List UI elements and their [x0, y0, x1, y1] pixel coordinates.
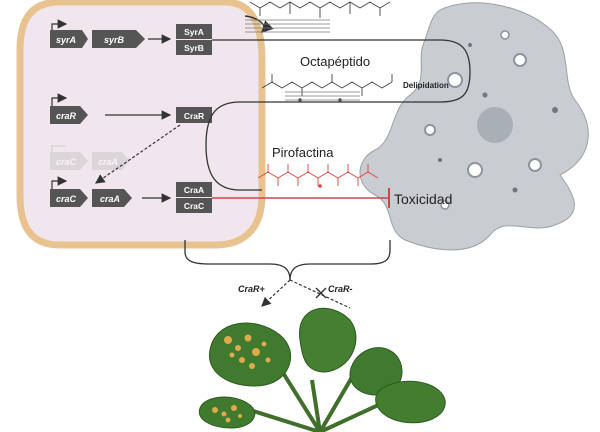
- disease-lesions: [212, 334, 271, 423]
- octapeptido-molecule: [261, 74, 393, 102]
- label-octapeptido: Octapéptido: [300, 54, 370, 69]
- gene-arrow-syrA: [50, 30, 88, 48]
- gene-row-syr: syrA syrB SyrA SyrB: [50, 19, 212, 55]
- pathway-line-octapeptido: [205, 39, 471, 191]
- protein-box-SyrB: [176, 40, 212, 55]
- protein-label-SyrB: SyrB: [184, 43, 204, 53]
- label-delipidation: Delipidation: [403, 81, 449, 90]
- gene-label-syrB: syrB: [104, 35, 125, 45]
- protein-label-CraR: CraR: [184, 111, 204, 121]
- label-crar-minus: CraR-: [328, 284, 353, 294]
- amoeba-cell: [359, 2, 589, 251]
- gene-label-craR: craR: [56, 111, 77, 121]
- crar-minus-line: [289, 279, 351, 309]
- gene-label-craC-faded: craC: [56, 157, 77, 167]
- gene-label-craA-faded: craA: [98, 157, 118, 167]
- protein-box-CraR: [176, 107, 212, 123]
- gene-label-syrA: syrA: [56, 35, 76, 45]
- protein-label-SyrA: SyrA: [184, 27, 204, 37]
- plant-leaf-center: [299, 307, 357, 373]
- label-pirofactina: Pirofactina: [272, 145, 334, 160]
- gene-arrow-craA: [92, 189, 132, 207]
- regulation-dashed-arrow: [95, 124, 181, 184]
- blocked-x-icon: [315, 287, 327, 299]
- gene-row-cra: craC craA CraA CraC: [50, 176, 212, 213]
- plant-illustration: [198, 307, 446, 432]
- lipid-tail-octapeptido: [285, 91, 360, 101]
- protein-box-CraA: [176, 182, 212, 197]
- gene-label-craA: craA: [100, 194, 120, 204]
- label-crar-plus: CraR+: [238, 284, 266, 294]
- pirofactina-molecule: [257, 164, 379, 188]
- protein-label-CraA: CraA: [184, 185, 204, 195]
- gene-row-craR: craR CraR: [50, 93, 212, 124]
- protein-box-SyrA: [176, 24, 212, 39]
- protein-box-CraC: [176, 198, 212, 213]
- plant-leaf-bottom-left: [198, 396, 256, 429]
- label-toxicidad: Toxicidad: [394, 191, 452, 207]
- lipid-tail-top: [245, 19, 330, 33]
- crar-plus-arrow: [261, 279, 291, 307]
- protein-label-CraC: CraC: [184, 201, 204, 211]
- gene-arrow-syrB: [92, 30, 145, 48]
- gene-arrow-craC: [50, 189, 88, 207]
- plant-leaf-far-right: [375, 380, 446, 424]
- plant-leaf-left: [209, 322, 292, 387]
- gene-arrow-craR: [50, 106, 88, 124]
- gene-label-craC: craC: [56, 194, 77, 204]
- top-molecule-structure: [244, 1, 391, 34]
